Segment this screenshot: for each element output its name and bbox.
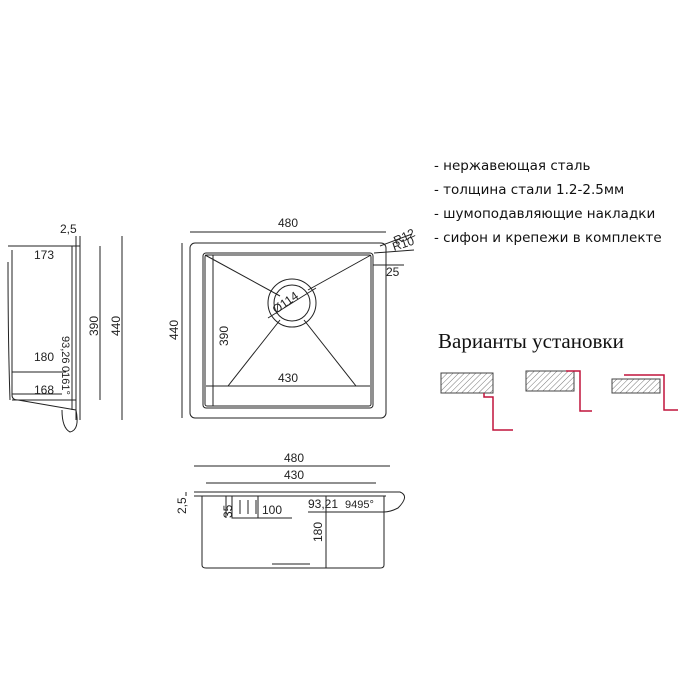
front-depth-label: 180 <box>311 522 325 542</box>
top-drain-outer <box>267 278 317 328</box>
top-outer-rim <box>189 242 387 419</box>
front-angle-label: 9495° <box>345 499 374 511</box>
side-drain-outline <box>61 409 78 433</box>
side-depth-mid-label: 180 <box>34 350 54 364</box>
front-overflow-curve <box>383 491 405 513</box>
front-overflow-h-label: 35 <box>221 504 235 518</box>
top-inner-bowl-edge <box>204 254 372 407</box>
side-height-inner-label: 390 <box>87 316 101 336</box>
feature-stainless-steel: - нержавеющая сталь <box>434 158 591 174</box>
front-width-inner-label: 430 <box>284 468 304 482</box>
install-option-flush <box>525 370 592 412</box>
front-view <box>185 465 405 569</box>
top-slope-line-3 <box>227 319 281 387</box>
undermount-sink-profile <box>483 393 513 431</box>
top-slope-line-2 <box>307 254 372 291</box>
feature-siphon-included: - сифон и крепежи в комплекте <box>434 230 662 246</box>
front-radius-label: 93,21 <box>308 497 338 511</box>
side-height-outer-label: 440 <box>109 316 123 336</box>
overmount-sink-profile <box>624 374 678 411</box>
side-angle-label: 0161° <box>59 366 71 395</box>
top-slope-line-4 <box>303 319 357 387</box>
install-option-overmount <box>611 374 678 411</box>
top-dim-r10 <box>373 249 415 254</box>
top-dim-r12 <box>379 233 413 247</box>
install-options-title: Варианты установки <box>438 329 624 353</box>
feature-noise-pads: - шумоподавляющие накладки <box>434 206 656 222</box>
feature-steel-thickness: - толщина стали 1.2-2.5мм <box>434 182 625 198</box>
overmount-countertop <box>611 378 661 394</box>
side-radius-label: 93,26 <box>59 336 71 364</box>
top-inner-bowl <box>202 252 374 409</box>
top-height-inner-label: 390 <box>217 326 231 346</box>
front-thickness-label: 2,5 <box>175 497 189 514</box>
top-view <box>181 231 415 419</box>
top-slope-line-1 <box>204 254 281 297</box>
side-view <box>7 236 123 433</box>
side-curve <box>7 261 11 401</box>
side-depth-top-label: 173 <box>34 248 54 262</box>
undermount-countertop <box>440 372 494 394</box>
side-thickness-label: 2,5 <box>60 222 77 236</box>
top-r10-label: R10 <box>391 234 417 254</box>
top-width-inner-label: 430 <box>278 371 298 385</box>
front-overflow-w-label: 100 <box>262 503 282 517</box>
flush-sink-profile <box>566 370 592 412</box>
front-width-outer-label: 480 <box>284 451 304 465</box>
top-width-label: 480 <box>278 216 298 230</box>
top-height-outer-label: 440 <box>167 320 181 340</box>
flush-countertop <box>525 370 575 392</box>
top-rim-label: 25 <box>386 265 400 279</box>
front-overflow-box <box>231 495 259 519</box>
side-depth-bottom-label: 168 <box>34 383 54 397</box>
install-option-undermount <box>440 372 513 431</box>
top-dim-drain <box>267 287 317 319</box>
top-drain-inner <box>273 284 311 322</box>
